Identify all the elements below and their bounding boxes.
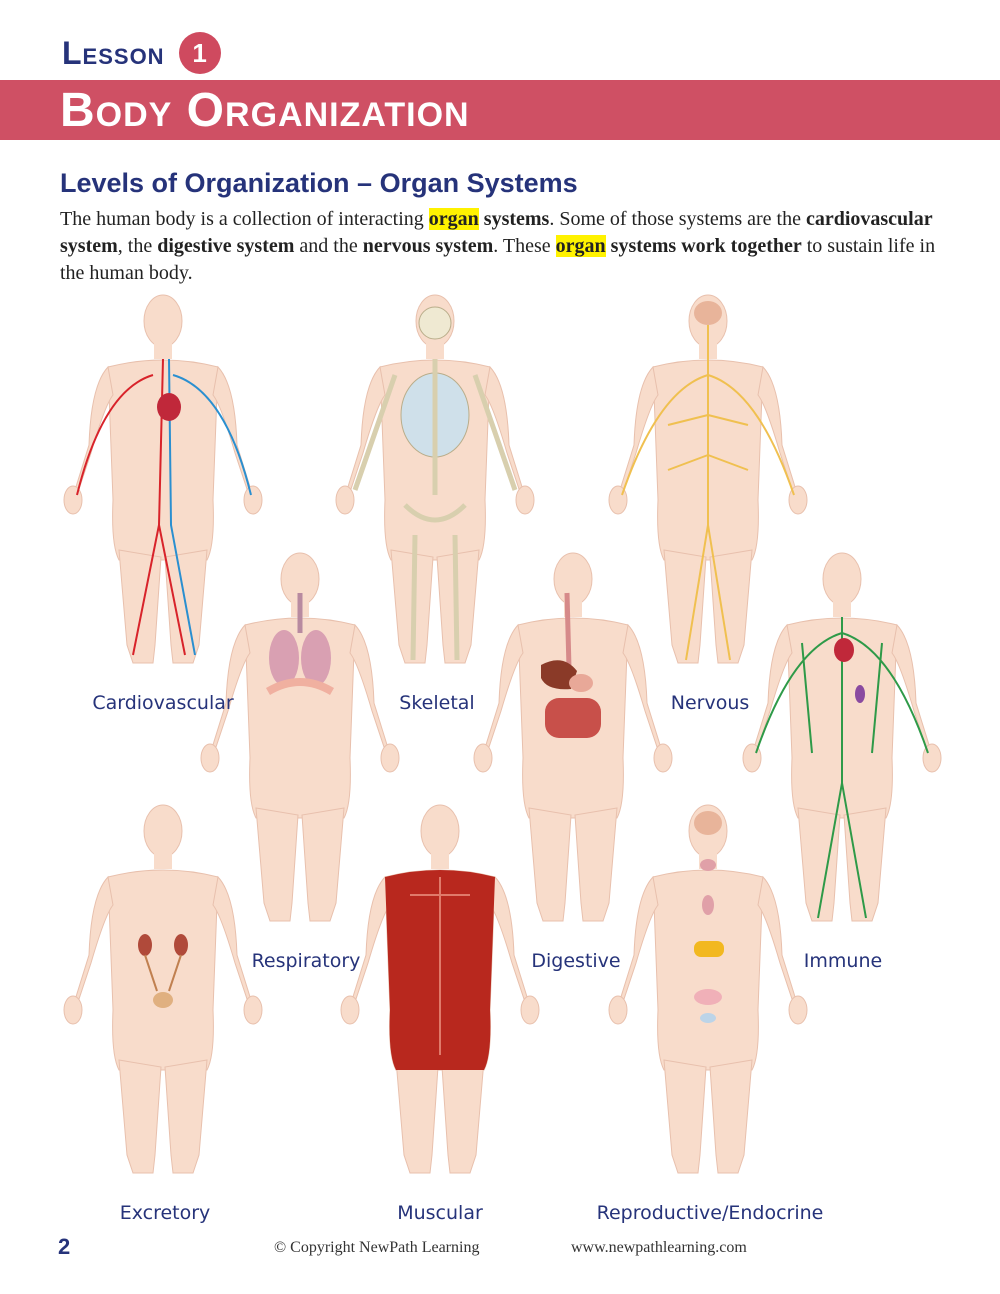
diaphragm xyxy=(266,678,334,695)
excretory-label: Excretory xyxy=(119,1202,211,1224)
bones xyxy=(352,359,518,661)
brain-icon xyxy=(694,811,722,835)
cardiovascular-figure xyxy=(63,294,263,664)
pancreas-icon xyxy=(694,941,724,957)
lesson-label: Lesson 1 xyxy=(62,30,221,76)
website-url: www.newpathlearning.com xyxy=(571,1239,747,1256)
lymph-lines xyxy=(755,617,929,919)
right-lung-icon xyxy=(301,630,331,686)
thyroid-icon xyxy=(700,859,716,871)
bladder-icon xyxy=(153,992,173,1008)
immune-figure xyxy=(742,552,942,922)
title-band: Body Organization xyxy=(0,80,1000,140)
uterus-icon xyxy=(694,989,722,1005)
reproductive-endocrine-figure xyxy=(608,804,808,1174)
ureters xyxy=(144,954,182,992)
nervous-figure xyxy=(608,294,808,664)
thymus-icon xyxy=(702,895,714,915)
nerve-lines xyxy=(621,325,795,661)
left-kidney-icon xyxy=(138,934,152,956)
excretory-figure xyxy=(63,804,263,1174)
digestive-figure xyxy=(473,552,673,922)
liver-icon xyxy=(541,660,577,690)
intro-paragraph: The human body is a collection of intera… xyxy=(60,206,940,287)
nervous-label: Nervous xyxy=(670,692,750,714)
skeletal-label: Skeletal xyxy=(399,692,475,714)
lesson-number-badge: 1 xyxy=(178,32,221,74)
bold-term: digestive system xyxy=(157,235,295,257)
gonads-icon xyxy=(700,1013,716,1023)
intestines-icon xyxy=(545,698,601,738)
left-lung-icon xyxy=(269,630,299,686)
intro-text: to sustain life in the human body. xyxy=(60,235,936,284)
copyright: © Copyright NewPath Learning xyxy=(274,1239,480,1256)
digestive-label: Digestive xyxy=(531,950,621,972)
lesson-word: Lesson xyxy=(62,34,165,71)
brain-icon xyxy=(694,301,722,325)
reproductive-endocrine-label: Reproductive/Endocrine xyxy=(596,1202,824,1224)
page-title: Body Organization xyxy=(60,84,470,137)
respiratory-figure xyxy=(200,552,400,922)
right-kidney-icon xyxy=(174,934,188,956)
bold-term: systems xyxy=(483,208,550,230)
muscular-label: Muscular xyxy=(397,1202,483,1224)
spleen-icon xyxy=(855,685,865,703)
bold-term: nervous system xyxy=(362,235,494,257)
intro-text: and the xyxy=(294,235,363,257)
intro-text: . These xyxy=(493,235,556,257)
intro-text: , the xyxy=(117,235,158,257)
muscular-figure xyxy=(340,804,540,1174)
esophagus xyxy=(564,592,572,669)
section-heading: Levels of Organization – Organ Systems xyxy=(60,168,578,198)
stomach-icon xyxy=(569,674,593,692)
muscle-lines xyxy=(410,877,470,1055)
page-number: 2 xyxy=(58,1234,71,1259)
intro-text: . Some of those systems are the xyxy=(549,208,806,230)
bold-term: cardiovascular system xyxy=(60,208,933,257)
respiratory-label: Respiratory xyxy=(251,950,361,972)
immune-label: Immune xyxy=(803,950,883,972)
intro-text: The human body is a collection of intera… xyxy=(60,208,429,230)
bold-term: systems work together xyxy=(610,235,802,257)
highlighted-term: organ xyxy=(428,208,479,230)
skull-icon xyxy=(418,306,452,340)
heart-icon xyxy=(834,638,854,662)
cardiovascular-label: Cardiovascular xyxy=(92,692,234,714)
heart-icon xyxy=(157,393,181,421)
highlighted-term: organ xyxy=(555,235,606,257)
skeletal-figure xyxy=(335,294,535,664)
